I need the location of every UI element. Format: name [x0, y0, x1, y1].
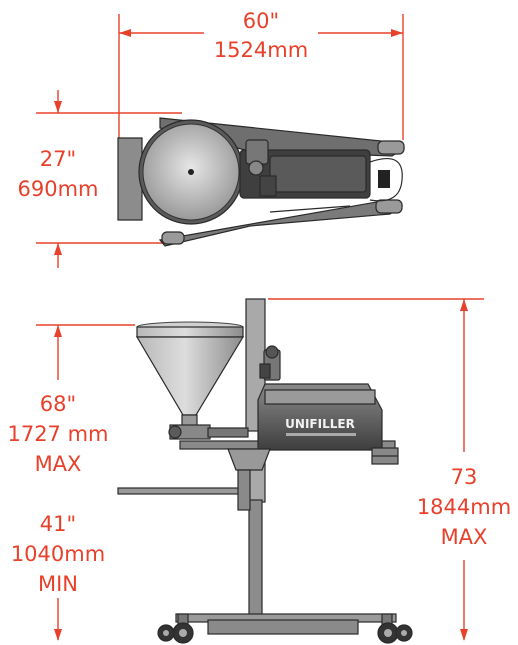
height-max-dimension: 68" 1727 mm MAX [7, 324, 135, 476]
machine-top-view [117, 117, 406, 247]
top-view: 60" 1524mm 27" 690mm [18, 9, 406, 268]
height-max-note-label: MAX [35, 452, 82, 476]
height-min-dimension: 41" 1040mm MIN [11, 512, 105, 641]
total-height-metric-label: 1844mm [417, 495, 511, 519]
width-imperial-label: 60" [243, 9, 279, 33]
height-min-imperial-label: 41" [40, 512, 76, 536]
total-height-note-label: MAX [441, 525, 488, 549]
pneumatic-body: UNIFILLER [257, 383, 383, 451]
side-view: 68" 1727 mm MAX 41" 1040mm MIN 73 1844mm… [7, 298, 511, 644]
depth-imperial-label: 27" [40, 147, 76, 171]
width-metric-label: 1524mm [214, 38, 308, 62]
height-max-metric-label: 1727 mm [7, 422, 108, 446]
height-min-note-label: MIN [38, 572, 78, 596]
width-dimension: 60" 1524mm [118, 9, 404, 140]
brand-logo-text: UNIFILLER [285, 417, 355, 431]
total-height-imperial-label: 73 [451, 465, 478, 489]
machine-side-view: UNIFILLER [117, 298, 413, 644]
hopper [135, 321, 245, 428]
height-min-metric-label: 1040mm [11, 542, 105, 566]
depth-dimension: 27" 690mm [18, 90, 182, 268]
height-max-imperial-label: 68" [40, 392, 76, 416]
depth-metric-label: 690mm [18, 177, 99, 201]
total-height-dimension: 73 1844mm MAX [268, 298, 511, 641]
stand-base [157, 613, 413, 644]
